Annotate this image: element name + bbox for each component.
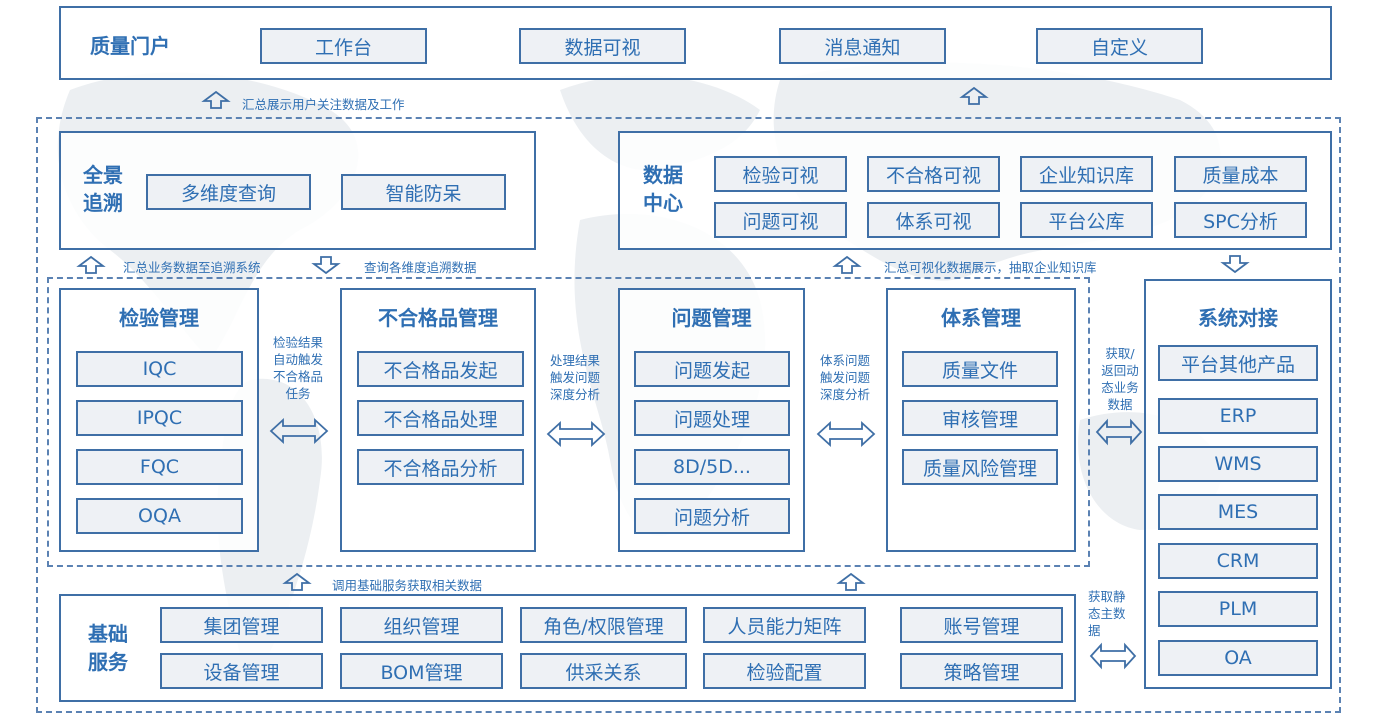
base-equipment-mgmt[interactable]: 设备管理 [160,653,323,689]
inspection-iqc[interactable]: IQC [76,351,243,387]
up-arrow-icon [76,255,106,274]
up-arrow-icon [832,255,862,274]
system-title: 体系管理 [941,306,1021,330]
nc-analysis[interactable]: 不合格品分析 [357,449,524,485]
base-note: 调用基础服务获取相关数据 [332,578,483,593]
problem-title: 问题管理 [671,306,752,330]
portal-tab-data-visual[interactable]: 数据可视 [519,28,686,64]
double-arrow-icon [546,420,606,448]
data-center-title-line1: 数据 [643,163,683,187]
dc-knowledge-base[interactable]: 企业知识库 [1020,156,1153,192]
full-trace-panel: 全景 追溯 多维度查询 智能防呆 [59,131,536,250]
base-supply-relation[interactable]: 供采关系 [520,653,687,689]
base-title-line1: 基础 [88,622,128,646]
trace-title-line1: 全景 [83,163,123,187]
inspection-module: 检验管理 IQC IPQC FQC OQA [59,288,259,552]
portal-note: 汇总展示用户关注数据及工作 [242,97,405,112]
double-arrow-icon [1095,418,1143,446]
up-arrow-icon [836,572,866,591]
inspection-title: 检验管理 [119,306,199,330]
base-bom-mgmt[interactable]: BOM管理 [340,653,503,689]
multi-dimension-query-button[interactable]: 多维度查询 [146,174,311,210]
inspection-fqc[interactable]: FQC [76,449,243,485]
inspection-ipqc[interactable]: IPQC [76,400,243,436]
dc-system-visual[interactable]: 体系可视 [867,202,1000,238]
dc-spc-analysis[interactable]: SPC分析 [1174,202,1307,238]
nc-process[interactable]: 不合格品处理 [357,400,524,436]
dc-quality-cost[interactable]: 质量成本 [1174,156,1307,192]
nc-initiate[interactable]: 不合格品发起 [357,351,524,387]
integration-erp[interactable]: ERP [1158,398,1318,434]
dc-nonconforming-visual[interactable]: 不合格可视 [867,156,1000,192]
problem-process[interactable]: 问题处理 [634,400,790,436]
prob-sys-link-note: 体系问题 触发问题 深度分析 [819,353,870,402]
business-layer-container [36,117,1341,713]
static-data-link-note: 获取静 态主数 据 [1088,589,1126,638]
dynamic-data-link-note: 获取/ 返回动 态业务 数据 [1101,346,1139,412]
problem-initiate[interactable]: 问题发起 [634,351,790,387]
integration-mes[interactable]: MES [1158,494,1318,530]
up-arrow-icon [201,90,231,109]
base-account-mgmt[interactable]: 账号管理 [900,607,1063,643]
base-strategy-mgmt[interactable]: 策略管理 [900,653,1063,689]
base-org-mgmt[interactable]: 组织管理 [340,607,503,643]
trace-title-line2: 追溯 [83,191,123,215]
integration-title: 系统对接 [1198,306,1278,330]
dc-problem-visual[interactable]: 问题可视 [714,202,847,238]
problem-8d-5d[interactable]: 8D/5D... [634,449,790,485]
problem-module: 问题管理 问题发起 问题处理 8D/5D... 问题分析 [618,288,805,552]
base-group-mgmt[interactable]: 集团管理 [160,607,323,643]
quality-portal-title: 质量门户 [90,34,170,58]
portal-tab-workbench[interactable]: 工作台 [260,28,427,64]
integration-platform-products[interactable]: 平台其他产品 [1158,345,1318,381]
error-proofing-button[interactable]: 智能防呆 [341,174,506,210]
integration-plm[interactable]: PLM [1158,591,1318,627]
quality-portal-panel: 质量门户 工作台 数据可视 消息通知 自定义 [59,6,1332,80]
dc-inspection-visual[interactable]: 检验可视 [714,156,847,192]
double-arrow-icon [269,417,329,445]
down-arrow-icon [311,256,341,275]
problem-analysis[interactable]: 问题分析 [634,498,790,534]
system-quality-docs[interactable]: 质量文件 [902,351,1058,387]
business-modules-group [47,277,1090,567]
up-arrow-icon [959,86,989,105]
nc-prob-link-note: 处理结果 触发问题 深度分析 [549,353,600,402]
system-risk[interactable]: 质量风险管理 [902,449,1058,485]
base-inspection-config[interactable]: 检验配置 [703,653,866,689]
insp-nc-link-note: 检验结果 自动触发 不合格品 任务 [272,335,323,401]
base-title-line2: 服务 [88,650,128,674]
base-role-permission-mgmt[interactable]: 角色/权限管理 [520,607,687,643]
integration-wms[interactable]: WMS [1158,446,1318,482]
system-module: 体系管理 质量文件 审核管理 质量风险管理 [886,288,1076,552]
portal-tab-custom[interactable]: 自定义 [1036,28,1203,64]
up-arrow-icon [282,572,312,591]
portal-tab-messages[interactable]: 消息通知 [779,28,946,64]
double-arrow-icon [816,420,876,448]
nonconforming-title: 不合格品管理 [378,306,498,330]
data-center-title-line2: 中心 [643,191,683,215]
system-audit[interactable]: 审核管理 [902,400,1058,436]
double-arrow-icon [1089,642,1137,670]
data-center-panel: 数据 中心 检验可视 不合格可视 企业知识库 质量成本 问题可视 体系可视 平台… [618,131,1332,250]
integration-oa[interactable]: OA [1158,640,1318,676]
system-integration-panel: 系统对接 平台其他产品 ERP WMS MES CRM PLM OA [1144,279,1332,689]
dc-platform-library[interactable]: 平台公库 [1020,202,1153,238]
trace-down-note: 查询各维度追溯数据 [364,260,477,275]
base-services-panel: 基础 服务 集团管理 组织管理 角色/权限管理 人员能力矩阵 账号管理 设备管理… [59,594,1076,702]
base-competency-matrix[interactable]: 人员能力矩阵 [703,607,866,643]
nonconforming-module: 不合格品管理 不合格品发起 不合格品处理 不合格品分析 [340,288,536,552]
inspection-oqa[interactable]: OQA [76,498,243,534]
down-arrow-icon [1220,255,1250,274]
integration-crm[interactable]: CRM [1158,543,1318,579]
trace-up-note: 汇总业务数据至追溯系统 [123,260,261,275]
data-center-note: 汇总可视化数据展示，抽取企业知识库 [884,260,1097,275]
